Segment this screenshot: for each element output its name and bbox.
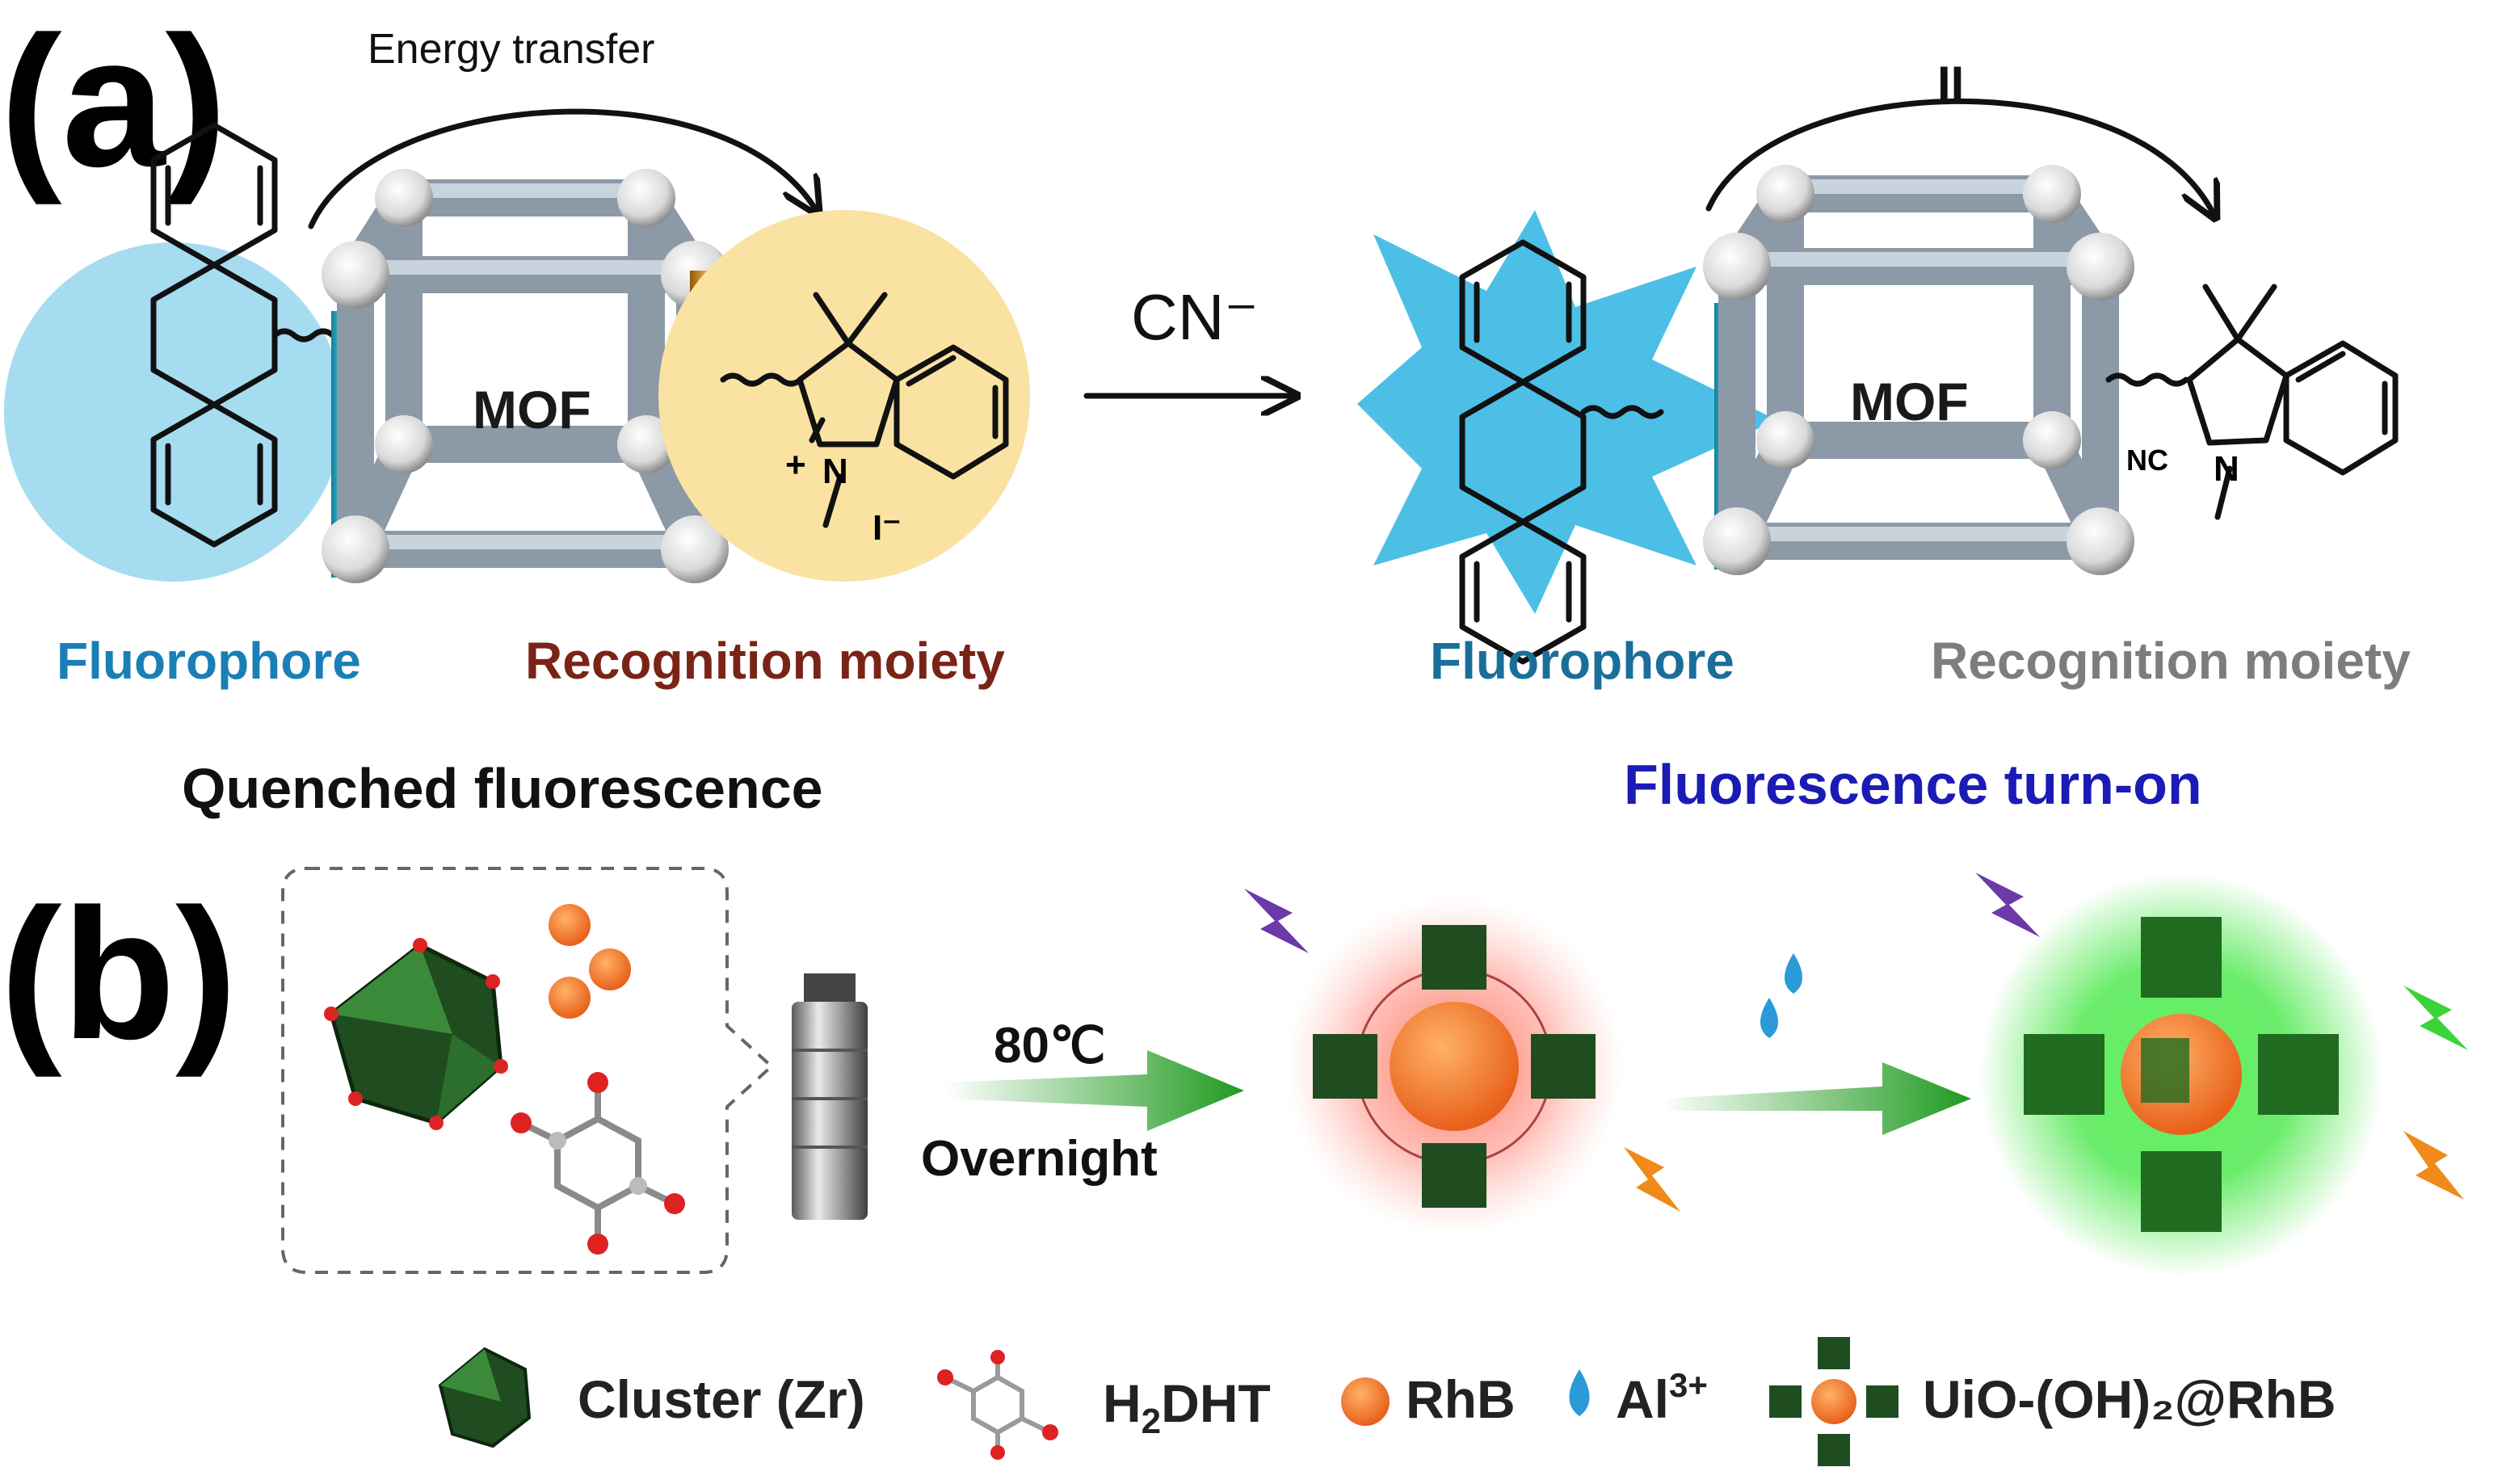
legend-composite-label: UiO-(OH)₂@RhB	[1923, 1369, 2336, 1429]
legend-cluster-icon	[438, 1347, 532, 1448]
legend-al-label: Al3+	[1616, 1366, 1708, 1429]
cn-reagent-label: CN⁻	[1131, 281, 1259, 353]
atom-iodide-left: I⁻	[872, 508, 901, 548]
energy-transfer-arrow	[308, 108, 816, 229]
legend-composite-icon	[1769, 1337, 1898, 1466]
sensing-arrow	[1660, 1062, 1971, 1135]
rhb-spheres	[549, 904, 631, 1019]
legend-rhb-icon	[1341, 1377, 1390, 1426]
legend-cluster-label: Cluster (Zr)	[578, 1369, 865, 1429]
fluorophore-caption-right: Fluorophore	[1430, 632, 1734, 690]
atom-nc-right: NC	[2126, 444, 2168, 477]
orange-lightning-1	[1624, 1147, 1680, 1212]
composite-green	[2024, 917, 2339, 1232]
recognition-glow-left	[658, 210, 1030, 582]
temperature-label: 80℃	[994, 1018, 1106, 1074]
al-drops-icon	[1760, 953, 1802, 1038]
atom-n-left: N	[822, 452, 848, 491]
quenched-fluorescence-title: Quenched fluorescence	[182, 757, 823, 820]
panel-a-letter: (a)	[0, 0, 227, 205]
precursor-bubble	[281, 867, 774, 1274]
synthesis-arrow	[945, 1050, 1244, 1131]
panel-b-letter: (b)	[0, 870, 238, 1078]
mof-cube-left	[322, 169, 729, 583]
legend-rhb-label: RhB	[1406, 1369, 1516, 1429]
legend: Cluster (Zr) H2DHT RhB Al3+ UiO-(OH)₂@Rh…	[438, 1337, 2336, 1466]
fluorescence-turn-on-title: Fluorescence turn-on	[1624, 753, 2202, 816]
legend-al-icon	[1569, 1369, 1590, 1416]
blocked-transfer-arrow	[1705, 98, 2214, 214]
autoclave-icon	[792, 973, 868, 1220]
anthracene-left	[150, 122, 355, 548]
mof-cube-right	[1703, 165, 2134, 575]
fluorophore-glow-left	[4, 242, 343, 582]
recognition-caption-left: Recognition moiety	[525, 632, 1005, 690]
fluorophore-caption-left: Fluorophore	[57, 632, 361, 690]
mof-label-right: MOF	[1850, 372, 1969, 431]
orange-lightning-2	[2403, 1131, 2464, 1200]
indolium-left	[720, 292, 1009, 528]
legend-linker-label: H2DHT	[1103, 1373, 1271, 1441]
atom-n-right: N	[2214, 449, 2239, 489]
mof-label-left: MOF	[473, 380, 591, 439]
composite-red	[1313, 925, 1596, 1208]
purple-lightning-1	[1244, 889, 1309, 953]
energy-transfer-label: Energy transfer	[368, 26, 655, 73]
zr-cluster-precursor	[324, 938, 508, 1130]
recognition-caption-right: Recognition moiety	[1931, 632, 2411, 690]
atom-plus-left: +	[785, 445, 806, 485]
purple-lightning-2	[1975, 872, 2040, 937]
time-label: Overnight	[921, 1131, 1158, 1187]
legend-linker-icon	[937, 1350, 1058, 1460]
green-lightning	[2403, 986, 2468, 1050]
indoline-right	[2105, 284, 2399, 520]
blocked-transfer-mark: II	[1937, 57, 1964, 111]
h2dht-linker-precursor	[511, 1072, 685, 1255]
anthracene-right	[1459, 239, 1664, 665]
